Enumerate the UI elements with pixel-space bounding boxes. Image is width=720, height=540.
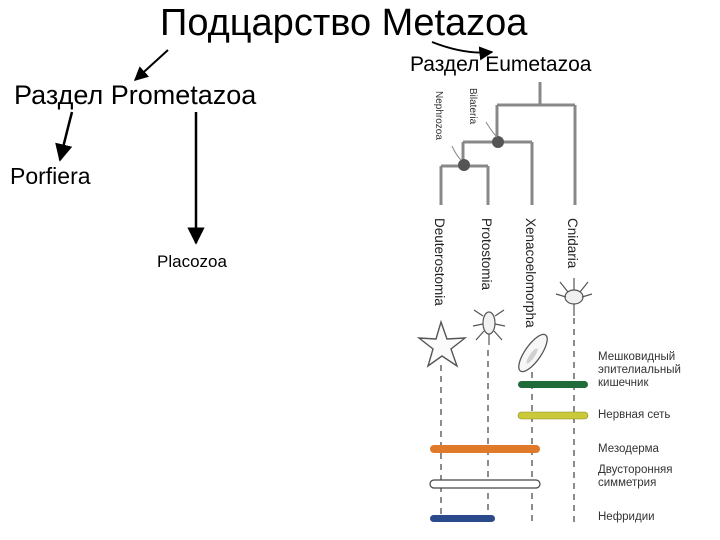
legend-nerve-net: Нервная сеть bbox=[598, 409, 671, 421]
taxon-label-deuterostomia: Deuterostomia bbox=[432, 218, 447, 306]
porifera-label: Porfiera bbox=[10, 163, 91, 189]
arrow-to-prometazoa bbox=[133, 49, 169, 81]
flatworm-icon bbox=[518, 333, 548, 373]
arrow-to-porifera bbox=[55, 111, 74, 162]
bar-nephridia bbox=[430, 515, 495, 522]
cnidarian-icon bbox=[555, 278, 593, 316]
clade-label-bilateria: Bilateria bbox=[467, 88, 478, 125]
starfish-icon bbox=[416, 319, 468, 368]
legend-gut: Мешковидный эпителиальный кишечник bbox=[598, 351, 681, 389]
bar-gut bbox=[518, 381, 588, 388]
clade-label-nephrozoa: Nephrozoa bbox=[433, 91, 444, 140]
bracket-nephrozoa bbox=[451, 145, 462, 161]
legend-bilateral-symmetry: Двусторонняя симметрия bbox=[598, 464, 673, 489]
lineage-lines bbox=[440, 318, 575, 522]
node-nephrozoa bbox=[458, 159, 470, 171]
node-bilateria bbox=[492, 136, 504, 148]
bar-mesoderm bbox=[430, 445, 540, 453]
bar-nerve-net bbox=[517, 411, 589, 420]
worm-icon bbox=[472, 309, 506, 345]
arrow-to-eumetazoa bbox=[431, 41, 494, 61]
taxon-label-cnidaria: Cnidaria bbox=[565, 218, 580, 269]
legend-nephridia: Нефридии bbox=[598, 511, 655, 523]
prometazoa-label: Раздел Prometazoa bbox=[14, 80, 257, 110]
page-title: Подцарство Metazoa bbox=[160, 2, 528, 44]
taxon-label-xenacoelomorpha: Xenacoelomorpha bbox=[523, 218, 538, 328]
legend-mesoderm: Мезодерма bbox=[598, 443, 659, 455]
placozoa-label: Placozoa bbox=[157, 252, 227, 271]
cladogram bbox=[439, 82, 577, 205]
bar-bilateral-symmetry bbox=[429, 479, 541, 489]
taxon-label-protostomia: Protostomia bbox=[479, 218, 494, 291]
eumetazoa-label: Раздел Eumetazoa bbox=[410, 53, 592, 76]
bracket-bilateria bbox=[485, 121, 498, 138]
